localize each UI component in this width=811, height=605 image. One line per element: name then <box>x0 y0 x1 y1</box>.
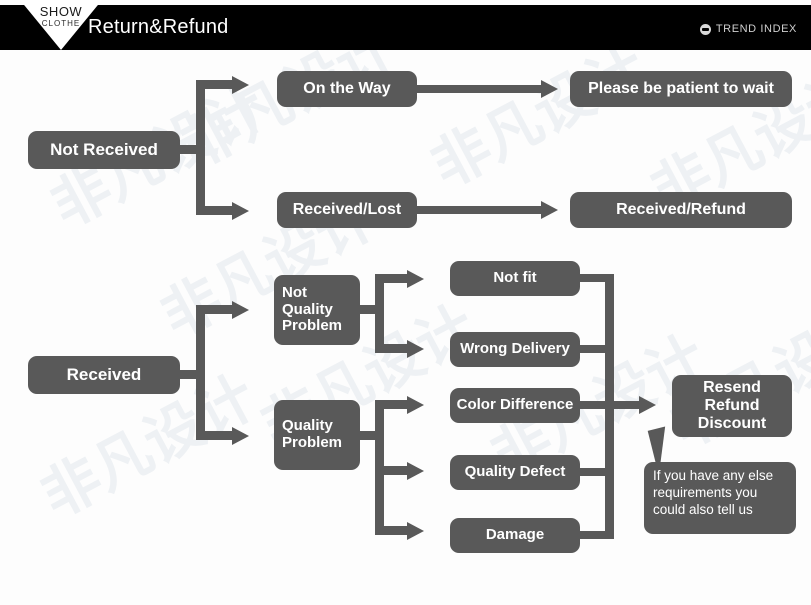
node-please-be-patient[interactable]: Please be patient to wait <box>570 71 792 107</box>
page-title: Return&Refund <box>88 16 229 38</box>
node-damage[interactable]: Damage <box>450 518 580 553</box>
node-received-refund[interactable]: Received/Refund <box>570 192 792 228</box>
node-resend-refund-discount[interactable]: Resend Refund Discount <box>672 375 792 437</box>
triangle-icon <box>20 0 102 50</box>
arrow-icon <box>232 300 249 319</box>
connector-horizontal <box>196 206 236 215</box>
connector-horizontal <box>417 84 545 93</box>
node-color-difference[interactable]: Color Difference <box>450 388 580 423</box>
arrow-icon <box>639 396 656 414</box>
brand-logo: SHOW CLOTHE <box>20 0 102 55</box>
connector-horizontal <box>196 305 236 314</box>
connector-horizontal <box>580 274 613 282</box>
arrow-icon <box>407 269 424 288</box>
connector-horizontal <box>375 400 411 409</box>
arrow-icon <box>541 79 558 98</box>
arrow-icon <box>407 461 424 480</box>
connector-horizontal <box>580 345 613 353</box>
connector-vertical <box>196 305 205 440</box>
callout-note: If you have any else requirements you co… <box>644 462 796 534</box>
connector-stub <box>360 305 382 314</box>
node-received[interactable]: Received <box>28 356 180 394</box>
arrow-icon <box>407 339 424 358</box>
connector-horizontal <box>580 468 613 476</box>
arrow-icon <box>407 521 424 540</box>
connector-horizontal <box>196 80 236 89</box>
node-received-lost[interactable]: Received/Lost <box>277 192 417 228</box>
arrow-icon <box>232 426 249 445</box>
connector-stub <box>180 145 204 154</box>
connector-horizontal <box>375 466 411 475</box>
connector-stub <box>180 370 204 379</box>
arrow-icon <box>232 75 249 94</box>
connector-horizontal <box>580 401 613 409</box>
connector-horizontal <box>375 526 411 535</box>
globe-icon <box>699 23 711 35</box>
page-header: SHOW CLOTHE Return&Refund TREND INDEX <box>0 0 811 50</box>
node-not-quality-problem[interactable]: Not Quality Problem <box>274 275 360 345</box>
connector-horizontal <box>417 205 545 214</box>
logo-line-2: CLOTHE <box>41 19 81 28</box>
connector-horizontal <box>375 274 411 283</box>
node-quality-defect[interactable]: Quality Defect <box>450 455 580 490</box>
node-wrong-delivery[interactable]: Wrong Delivery <box>450 332 580 367</box>
arrow-icon <box>407 395 424 414</box>
connector-horizontal <box>605 401 643 409</box>
arrow-icon <box>541 200 558 219</box>
arrow-icon <box>232 201 249 220</box>
connector-vertical <box>375 274 384 353</box>
brand-index: TREND INDEX <box>699 23 797 35</box>
logo-line-1: SHOW <box>39 4 83 19</box>
node-not-fit[interactable]: Not fit <box>450 261 580 296</box>
connector-stub <box>360 431 382 440</box>
connector-horizontal <box>375 344 411 353</box>
connector-horizontal <box>580 531 613 539</box>
connector-horizontal <box>196 431 236 440</box>
connector-vertical <box>196 80 205 215</box>
node-not-received[interactable]: Not Received <box>28 131 180 169</box>
brand-index-label: TREND INDEX <box>715 23 797 35</box>
node-on-the-way[interactable]: On the Way <box>277 71 417 107</box>
node-quality-problem[interactable]: Quality Problem <box>274 400 360 470</box>
